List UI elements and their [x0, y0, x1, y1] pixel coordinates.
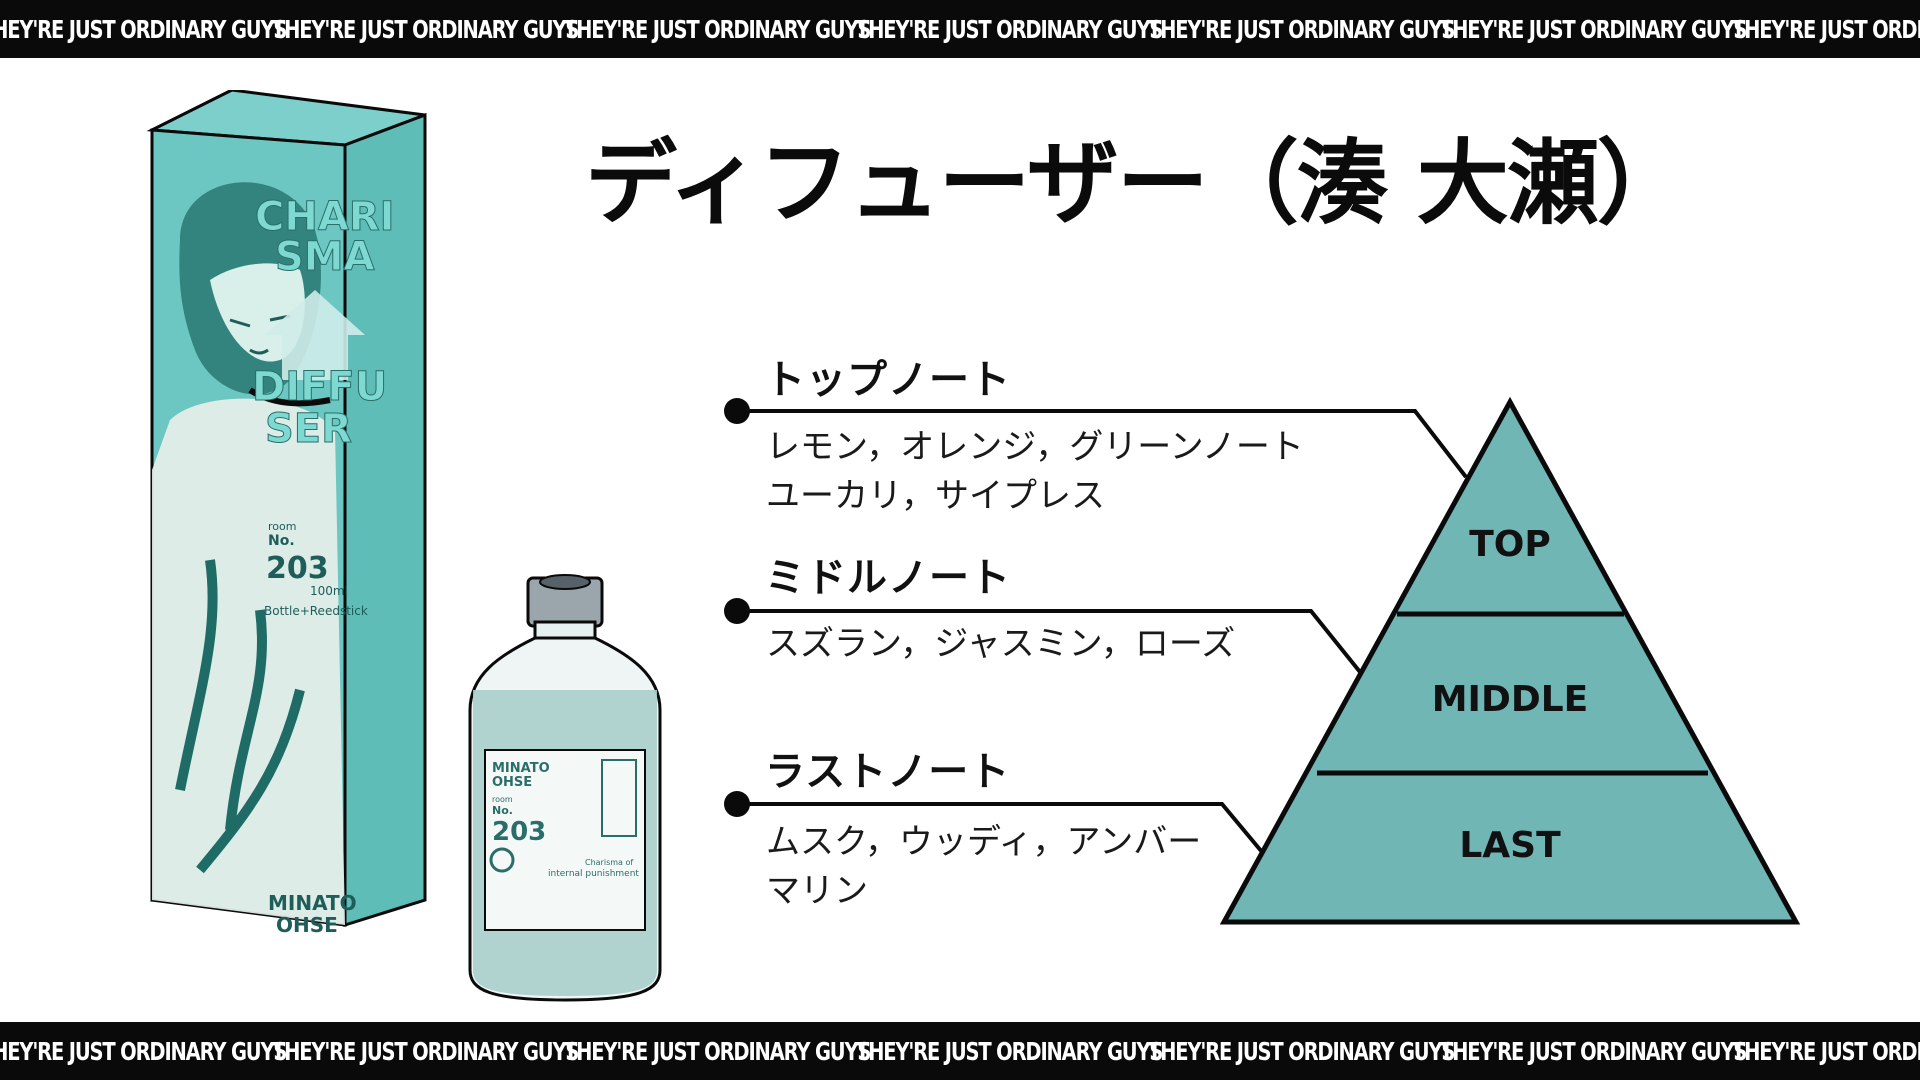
top-banner-track: THEY'RE JUST ORDINARY GUYS THEY'RE JUST … — [0, 0, 1920, 58]
box-room-label: room — [268, 520, 296, 533]
bottle-tagline: Charisma of — [585, 858, 633, 867]
top-banner: THEY'RE JUST ORDINARY GUYS THEY'RE JUST … — [0, 0, 1920, 58]
pyramid-last-label: LAST — [1459, 825, 1561, 866]
bottle-room-no: No. — [492, 804, 513, 817]
last-note-ingredients: ムスク，ウッディ，アンバー — [766, 822, 1202, 862]
top-note-heading: トップノート — [765, 357, 1011, 403]
box-product-name-2: SER — [265, 406, 352, 452]
last-note-heading: ラストノート — [765, 749, 1011, 795]
top-note-ingredients-2: ユーカリ，サイプレス — [766, 476, 1105, 516]
bottle-room-number: 203 — [492, 817, 546, 847]
pyramid-top-label: TOP — [1469, 524, 1551, 565]
bottle-tagline-2: internal punishment — [548, 869, 639, 879]
box-room-no: No. — [268, 533, 295, 549]
middle-note-leader — [737, 609, 1362, 674]
bottle-pattern-icon — [601, 759, 637, 837]
house-icon — [265, 290, 365, 380]
banner-text: THEY'RE JUST ORDINARY GUYS — [272, 1036, 579, 1066]
page-title: ディフューザー（湊 大瀬） — [585, 130, 1689, 237]
bottom-banner-track: THEY'RE JUST ORDINARY GUYS THEY'RE JUST … — [0, 1022, 1920, 1080]
box-brand-2: SMA — [275, 234, 375, 280]
box-name: MINATO — [268, 891, 357, 915]
box-name-2: OHSE — [276, 913, 338, 937]
banner-text: THEY'RE JUST ORDINARY GUYS — [1440, 1036, 1747, 1066]
bottle-room-label: room — [492, 795, 513, 804]
box-volume: 100ml — [310, 584, 348, 598]
bottle-name: MINATO — [492, 761, 550, 776]
bottle-name-2: OHSE — [492, 775, 532, 790]
top-note-ingredients: レモン，オレンジ，グリーンノート — [766, 427, 1304, 467]
banner-text: THEY'RE JUST ORDINARY GUYS — [0, 1036, 287, 1066]
last-note-leader — [737, 802, 1264, 854]
pyramid-middle-label: MIDDLE — [1431, 679, 1589, 720]
banner-text: THEY'RE JUST ORDINARY GUYS — [1732, 14, 1920, 44]
banner-text: THEY'RE JUST ORDINARY GUYS — [856, 1036, 1163, 1066]
box-room-number: 203 — [266, 551, 329, 586]
diffuser-bottle: MINATO OHSE room No. 203 Charisma of int… — [468, 574, 662, 1002]
last-note-ingredients-2: マリン — [766, 871, 868, 911]
banner-text: THEY'RE JUST ORDINARY GUYS — [1732, 1036, 1920, 1066]
banner-text: THEY'RE JUST ORDINARY GUYS — [1148, 1036, 1455, 1066]
box-contents: Bottle+Reedstick — [264, 604, 368, 618]
product-illustration: CHARI SMA DIFFU SER room No. 203 100ml B… — [146, 90, 662, 1002]
top-note-leader — [737, 409, 1468, 479]
bottom-banner: THEY'RE JUST ORDINARY GUYS THEY'RE JUST … — [0, 1022, 1920, 1080]
box-product-name: DIFFU — [252, 364, 387, 410]
box-brand: CHARI — [255, 194, 394, 240]
banner-text: THEY'RE JUST ORDINARY GUYS — [564, 1036, 871, 1066]
middle-note-heading: ミドルノート — [765, 555, 1011, 601]
bottle-emblem-icon — [489, 847, 515, 873]
middle-note-ingredients: スズラン，ジャスミン，ローズ — [766, 624, 1236, 664]
note-pyramid — [1219, 396, 1801, 925]
